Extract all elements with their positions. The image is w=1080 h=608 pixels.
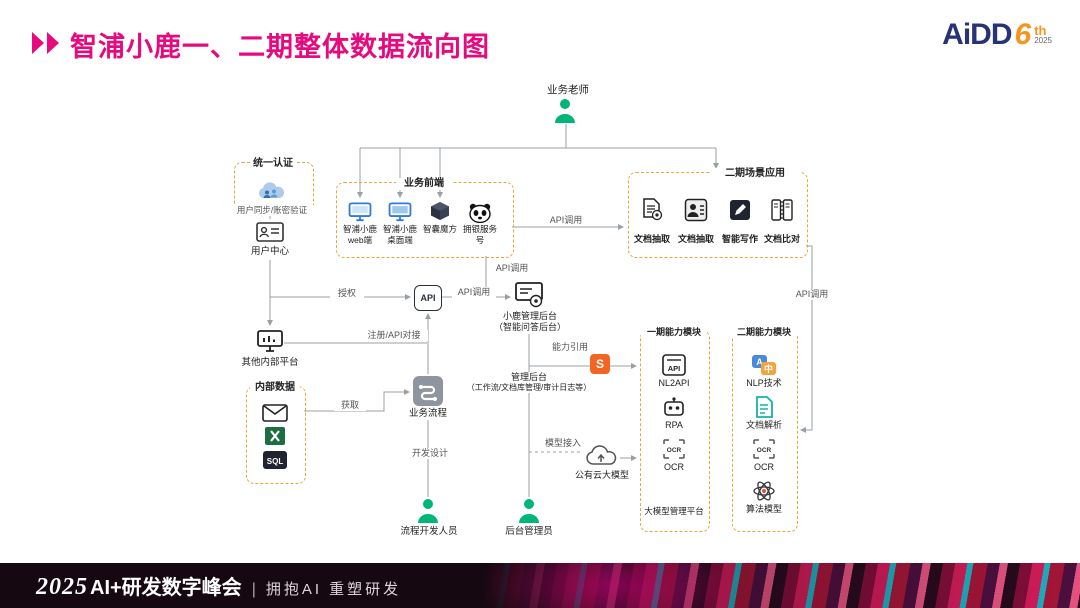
edge-register-label: 注册/API对接 (360, 330, 428, 341)
doc-extract-gear-icon (640, 198, 664, 222)
svg-text:中: 中 (764, 363, 773, 374)
phase2-app-doc-extract2-label: 文档抽取 (677, 234, 714, 244)
aidd-logo-edition-suffix: th (1034, 23, 1047, 38)
phase2-apps-title: 二期场景应用 (710, 168, 800, 180)
algorithm-atom-icon (752, 480, 776, 502)
process-developer-label: 流程开发人员 (400, 526, 458, 537)
aidd-logo-edition-number: 6 (1014, 18, 1032, 51)
phase2-ocr-icon: OCR (752, 438, 776, 460)
phase2-item-doc-parse-label: 文档解析 (745, 420, 782, 430)
phase1-ocr-icon: OCR (662, 438, 686, 460)
frontend-item-service-label: 拥银服务号 (462, 224, 497, 245)
mgmt-backend-label: 管理后台 （工作流/文档库管理/审计日志等） (461, 372, 597, 394)
sql-database-icon: SQL (262, 450, 288, 470)
footer-slogan: 拥抱AI 重塑研发 (265, 581, 402, 598)
business-teacher-label: 业务老师 (547, 84, 589, 96)
aidd-logo-year: 2025 (1034, 36, 1052, 45)
internal-data-title: 内部数据 (250, 382, 300, 394)
edge-model-access-label: 模型接入 (540, 438, 586, 449)
footer-banner: 2025 AI+研发数字峰会 | 拥抱AI 重塑研发 (0, 563, 1080, 608)
page-title: 智浦小鹿一、二期整体数据流向图 (70, 32, 490, 62)
edge-api-call-frontend-apps: API调用 (544, 215, 588, 226)
backend-admin-person-icon (517, 498, 541, 524)
edge-api-call-right: API调用 (788, 289, 836, 300)
public-cloud-llm-icon (584, 444, 618, 468)
phase2-item-algo-label: 算法模型 (745, 504, 782, 514)
phase2-app-smart-writing-label: 智能写作 (721, 234, 758, 244)
cube-icon (429, 201, 451, 223)
auth-cloud-users-icon (256, 180, 286, 202)
aidd-logo: AiDD 6 th 2025 (942, 20, 1052, 50)
s-logo-icon: S (590, 354, 610, 374)
frontend-item-cube-label: 智囊魔方 (422, 224, 457, 234)
edge-capability-ref-label: 能力引用 (548, 342, 592, 353)
frontend-item-web-label: 智浦小鹿web端 (342, 224, 377, 245)
process-developer-person-icon (416, 498, 440, 524)
footer-year: 2025 (36, 574, 88, 600)
phase2-item-ocr-label: OCR (754, 462, 774, 472)
user-center-icon (256, 221, 284, 243)
phase1-item-llm-platform-label: 大模型管理平台 (644, 506, 704, 516)
phase1-item-ocr-label: OCR (664, 462, 684, 472)
edge-api-call-api-admin: API调用 (452, 287, 496, 298)
aidd-logo-side: th 2025 (1034, 20, 1052, 45)
api-gateway-node: API (414, 285, 442, 311)
backend-admin-label: 后台管理员 (505, 526, 553, 537)
frontend-item-desktop-label: 智浦小鹿桌面端 (382, 224, 417, 245)
business-process-label: 业务流程 (406, 408, 450, 420)
doc-parse-icon (752, 396, 776, 418)
sql-icon-text: SQL (267, 457, 284, 466)
svg-text:A: A (756, 357, 763, 367)
title-arrow-icon (30, 30, 64, 61)
doc-extract-person-icon (684, 198, 708, 222)
edge-dev-design-label: 开发设计 (407, 448, 453, 459)
footer-text: 2025 AI+研发数字峰会 | 拥抱AI 重塑研发 (36, 571, 401, 601)
mail-icon (262, 404, 288, 422)
xiaolu-admin-label: 小鹿管理后台 （智能问答后台） (486, 311, 574, 334)
phase1-modules-title: 一期能力模块 (641, 326, 707, 338)
phase2-ocr-icon-text: OCR (757, 447, 772, 454)
edge-auth-label: 授权 (330, 288, 364, 299)
phase1-item-rpa-label: RPA (665, 420, 683, 430)
business-teacher-person-icon (553, 98, 577, 124)
xiaolu-admin-label-line1: 小鹿管理后台 (502, 311, 557, 321)
xiaolu-admin-label-line2: （智能问答后台） (493, 322, 566, 333)
rpa-robot-icon (662, 396, 686, 418)
xiaolu-desktop-monitor-icon (387, 202, 413, 222)
edge-api-call-frontend-down: API调用 (490, 263, 534, 274)
user-center-label: 用户中心 (250, 246, 289, 257)
phase2-item-nlp-label: NLP技术 (746, 378, 782, 388)
footer-title: AI+研发数字峰会 (90, 577, 242, 599)
footer-glow (470, 563, 750, 608)
phase2-app-doc-compare-label: 文档比对 (763, 234, 800, 244)
user-sync-edge-label: 用户同步/账密验证 (222, 205, 322, 216)
phase1-item-nl2api-label: NL2API (658, 378, 690, 388)
nl2api-icon-text: API (668, 364, 681, 373)
footer-divider: | (251, 581, 256, 598)
phase2-modules-title: 二期能力模块 (731, 326, 797, 338)
aidd-logo-text: AiDD (942, 18, 1012, 51)
mgmt-backend-label-line2: （工作流/文档库管理/审计日志等） (466, 383, 592, 393)
panda-service-icon (468, 203, 492, 224)
smart-writing-pen-icon (728, 198, 752, 222)
xiaolu-web-monitor-icon (347, 202, 373, 222)
phase1-ocr-icon-text: OCR (667, 447, 682, 454)
business-process-icon (413, 376, 443, 406)
other-platforms-label: 其他内部平台 (241, 357, 299, 368)
unified-auth-title: 统一认证 (250, 158, 296, 170)
business-frontend-title: 业务前端 (396, 178, 452, 190)
xiaolu-admin-console-icon (514, 281, 544, 309)
excel-icon (264, 426, 286, 446)
nl2api-icon: API (662, 354, 686, 376)
public-cloud-llm-label: 公有云大模型 (574, 470, 629, 480)
edge-fetch-label: 获取 (334, 400, 366, 411)
phase2-app-doc-extract-label: 文档抽取 (633, 234, 670, 244)
other-platforms-monitor-icon (256, 329, 284, 353)
mgmt-backend-label-line1: 管理后台 (510, 372, 547, 382)
doc-compare-icon (770, 198, 794, 222)
